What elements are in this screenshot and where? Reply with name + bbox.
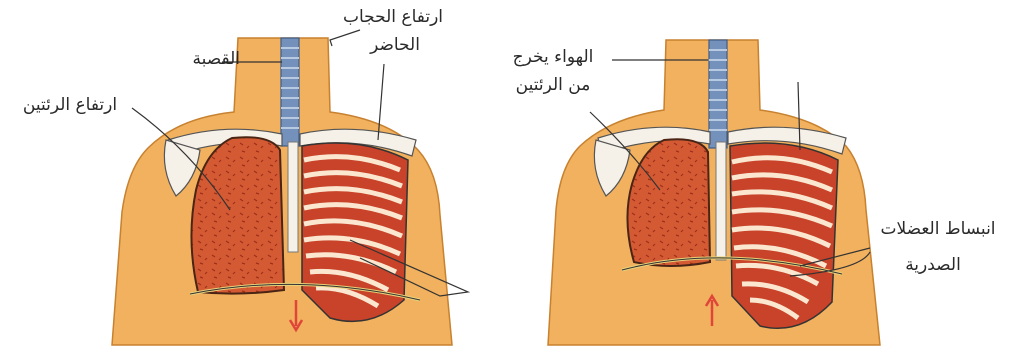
right-trachea — [709, 40, 727, 148]
label-air-out-line2: من الرئتين — [488, 74, 618, 96]
label-trachea: القصبة — [150, 48, 240, 70]
left-trachea — [281, 38, 299, 146]
label-diaphragm-rise-line2: الحاضر — [330, 34, 460, 56]
label-diaphragm-rise-line1: ارتفاع الحجاب — [318, 6, 468, 28]
label-muscle-relax-line1: انبساط العضلات — [866, 218, 1010, 240]
left-torso — [112, 30, 468, 345]
label-lungs-rise: ارتفاع الرئتين — [0, 94, 140, 116]
label-air-out-line1: الهواء يخرج — [488, 46, 618, 68]
label-muscle-relax-line2: الصدرية — [878, 254, 988, 276]
right-ribcage — [730, 143, 838, 328]
